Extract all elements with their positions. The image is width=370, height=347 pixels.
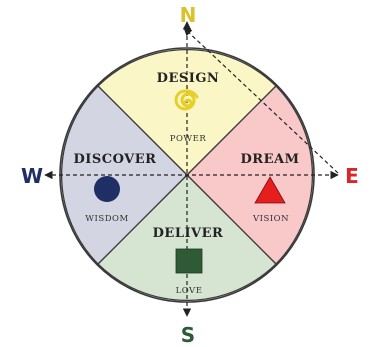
square-icon [175, 248, 203, 274]
diagonal-arrow [183, 27, 339, 174]
segment-design-title: DESIGN [157, 71, 220, 86]
compass-east: E [345, 164, 359, 188]
segment-deliver-subtitle: LOVE [176, 286, 203, 296]
compass-north: N [180, 3, 197, 27]
segment-discover-subtitle: WISDOM [85, 214, 128, 224]
segment-dream-subtitle: VISION [252, 214, 289, 224]
compass-west: W [21, 164, 43, 188]
segment-design-subtitle: POWER [170, 134, 207, 144]
segment-deliver-title: DELIVER [153, 226, 224, 241]
segment-discover-title: DISCOVER [74, 152, 157, 167]
segment-dream-title: DREAM [241, 152, 300, 167]
spiral-icon [174, 89, 199, 111]
circle-icon [94, 176, 120, 202]
compass-south: S [181, 323, 195, 347]
triangle-icon [254, 176, 286, 204]
